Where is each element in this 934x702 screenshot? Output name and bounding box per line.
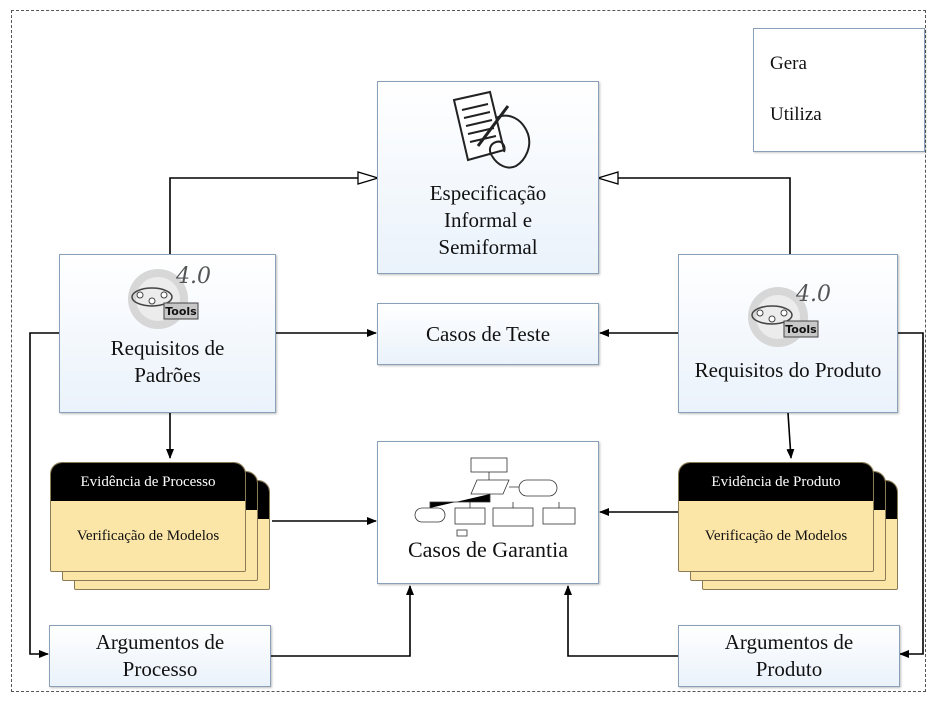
svg-text:Tools: Tools <box>165 305 197 318</box>
cpn-tools-logo-icon: 4.0 Tools <box>748 282 831 347</box>
assurance-node: Casos de Garantia <box>377 441 599 584</box>
spec-label: Especificação Informal e Semiformal <box>429 181 547 259</box>
legend: Gera Utiliza <box>753 28 925 152</box>
evidence-process-title: Evidência de Processo <box>51 463 245 501</box>
edge-argprocess-assurance <box>271 585 414 657</box>
spec-node: Especificação Informal e Semiformal <box>377 81 599 274</box>
tests-label: Casos de Teste <box>425 321 551 346</box>
tests-node: Casos de Teste <box>377 303 599 365</box>
edge-product-spec <box>598 178 791 255</box>
edge-argproduct-assurance <box>564 585 678 657</box>
evidence-card-front: Evidência de Processo Verificação de Mod… <box>50 462 246 572</box>
svg-text:Tools: Tools <box>785 323 817 336</box>
edge-standards-argprocess <box>29 332 59 658</box>
req-product-node: 4.0 Tools Requisitos do Produto <box>678 254 898 413</box>
edge-standards-spec <box>169 178 378 255</box>
edge-product-evidence <box>786 412 795 459</box>
evidence-product-title: Evidência de Produto <box>679 463 873 501</box>
evidence-product-subtitle: Verificação de Modelos <box>704 527 848 544</box>
writing-hand-icon <box>452 90 531 169</box>
diagram-frame <box>11 10 926 692</box>
arg-product-node: Argumentos de Produto <box>678 625 900 687</box>
edge-product-argproduct <box>898 332 924 658</box>
evidence-process-stack: Evidência de Processo Verificação de Mod… <box>50 462 272 590</box>
arg-process-node: Argumentos de Processo <box>49 625 271 687</box>
req-standards-label: Requisitos de Padrões <box>110 336 225 387</box>
assurance-case-diagram-thumbnail <box>414 457 576 537</box>
svg-text:4.0: 4.0 <box>175 264 211 289</box>
cpn-tools-logo-icon: 4.0 Tools <box>127 264 211 329</box>
svg-text:4.0: 4.0 <box>795 282 831 307</box>
legend-gera-label: Gera <box>770 53 807 74</box>
evidence-process-subtitle: Verificação de Modelos <box>76 527 220 544</box>
evidence-product-stack: Evidência de Produto Verificação de Mode… <box>678 462 900 590</box>
arg-process-label: Argumentos de Processo <box>95 630 225 681</box>
legend-utiliza-label: Utiliza <box>770 104 822 125</box>
req-product-label: Requisitos do Produto <box>694 358 882 382</box>
req-standards-node: 4.0 Tools Requisitos de Padrões <box>59 254 276 413</box>
evidence-card-front: Evidência de Produto Verificação de Mode… <box>678 462 874 572</box>
arg-product-label: Argumentos de Produto <box>724 630 854 681</box>
assurance-label: Casos de Garantia <box>407 537 569 562</box>
